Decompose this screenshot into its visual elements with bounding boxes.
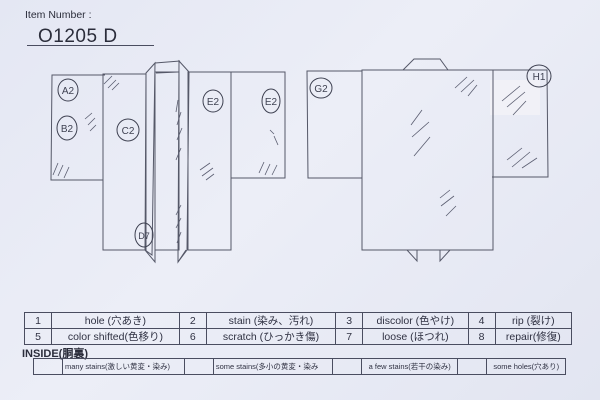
back-left-sleeve — [306, 70, 362, 179]
legend-label: color shifted(色移り) — [51, 328, 180, 345]
legend-label: stain (染み、汚れ) — [205, 312, 337, 329]
legend-num: 4 — [467, 312, 496, 329]
legend-num: 7 — [335, 328, 364, 345]
item-number-underline — [27, 45, 154, 46]
inside-checkbox-few-stains[interactable] — [331, 358, 362, 375]
front-left-sleeve — [50, 74, 105, 181]
label-G2: G2 — [314, 84, 328, 95]
back-collar — [402, 58, 449, 71]
label-E2-sleeve: E2 — [265, 97, 278, 108]
label-D7: D7 — [138, 231, 150, 241]
front-kimono-diagram: A2 B2 C2 D7 E2 E2 — [50, 59, 286, 264]
legend-num: 1 — [24, 312, 52, 329]
front-left-body — [102, 73, 147, 251]
inside-checkbox-some-holes[interactable] — [457, 358, 488, 375]
item-number-label: Item Number : — [25, 9, 92, 21]
legend-label: repair(修復) — [494, 328, 573, 345]
legend-label: discolor (色やけ) — [362, 312, 469, 329]
back-kimono-diagram: G2 H1 — [306, 58, 552, 263]
inside-option-label: some stains(多小の黄変・染み — [212, 358, 333, 375]
legend-num: 5 — [24, 328, 52, 345]
legend-num: 3 — [335, 312, 364, 329]
front-right-body — [187, 71, 232, 251]
front-right-sleeve — [230, 71, 286, 179]
label-B2: B2 — [61, 124, 74, 135]
inside-condition-table: many stains(激しい黄変・染み) some stains(多小の黄変・… — [33, 358, 566, 375]
inside-checkbox-some-stains[interactable] — [183, 358, 214, 375]
back-right-sleeve — [488, 69, 549, 178]
inside-option-label: some holes(穴あり) — [486, 358, 566, 375]
inside-row: many stains(激しい黄変・染み) some stains(多小の黄変・… — [33, 358, 566, 375]
item-number-value: O1205 D — [38, 26, 118, 47]
legend-num: 8 — [467, 328, 496, 345]
legend-label: scratch (ひっかき傷) — [205, 328, 337, 345]
label-H1: H1 — [533, 72, 546, 83]
legend-num: 6 — [178, 328, 207, 345]
label-A2: A2 — [62, 86, 75, 97]
legend-row: 5 color shifted(色移り) 6 scratch (ひっかき傷) 7… — [24, 328, 573, 345]
legend-label: loose (ほつれ) — [362, 328, 469, 345]
legend-label: rip (裂け) — [494, 312, 573, 329]
inside-option-label: a few stains(若干の染み) — [360, 358, 459, 375]
damage-legend-table: 1 hole (穴あき) 2 stain (染み、汚れ) 3 discolor … — [24, 312, 573, 345]
label-E2-body: E2 — [207, 97, 220, 108]
back-body — [361, 69, 494, 251]
legend-row: 1 hole (穴あき) 2 stain (染み、汚れ) 3 discolor … — [24, 312, 573, 329]
legend-num: 2 — [178, 312, 207, 329]
inside-section-title: INSIDE(胴裏) — [22, 348, 88, 360]
legend-label: hole (穴あき) — [51, 312, 180, 329]
inside-option-label: many stains(激しい黄変・染み) — [62, 358, 185, 375]
label-C2: C2 — [122, 126, 135, 137]
inside-checkbox-many-stains[interactable] — [33, 358, 63, 375]
